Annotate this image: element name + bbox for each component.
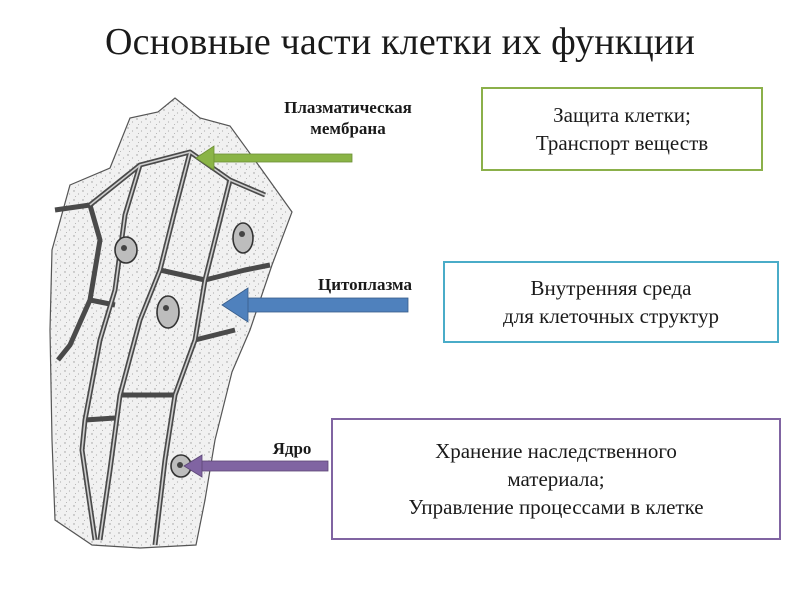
label-plasma-membrane-line2: мембрана: [310, 119, 386, 138]
nucleus-function-line3: Управление процессами в клетке: [408, 495, 704, 519]
nucleus-function-box: Хранение наследственного материала; Упра…: [331, 418, 781, 540]
membrane-function-line2: Транспорт веществ: [535, 131, 709, 155]
nucleus-function-line2: материала;: [507, 467, 605, 491]
label-nucleus: Ядро: [272, 439, 312, 458]
cytoplasm-arrow: [221, 287, 409, 323]
membrane-function-box: Защита клетки; Транспорт веществ: [481, 87, 763, 171]
nucleus-arrow: [183, 454, 329, 478]
cytoplasm-function-line2: для клеточных структур: [503, 304, 719, 328]
label-plasma-membrane: Плазматическая мембрана: [248, 97, 448, 139]
membrane-arrow: [195, 145, 353, 171]
membrane-function-line1: Защита клетки;: [553, 103, 691, 127]
label-cytoplasm: Цитоплазма: [317, 275, 413, 294]
cytoplasm-function-box: Внутренняя среда для клеточных структур: [443, 261, 779, 343]
slide-title: Основные части клетки их функции: [104, 21, 696, 63]
nucleus-shapes: [114, 222, 254, 478]
cytoplasm-function-line1: Внутренняя среда: [530, 276, 692, 300]
label-plasma-membrane-line1: Плазматическая: [284, 98, 412, 117]
nucleus-function-line1: Хранение наследственного: [435, 439, 677, 463]
